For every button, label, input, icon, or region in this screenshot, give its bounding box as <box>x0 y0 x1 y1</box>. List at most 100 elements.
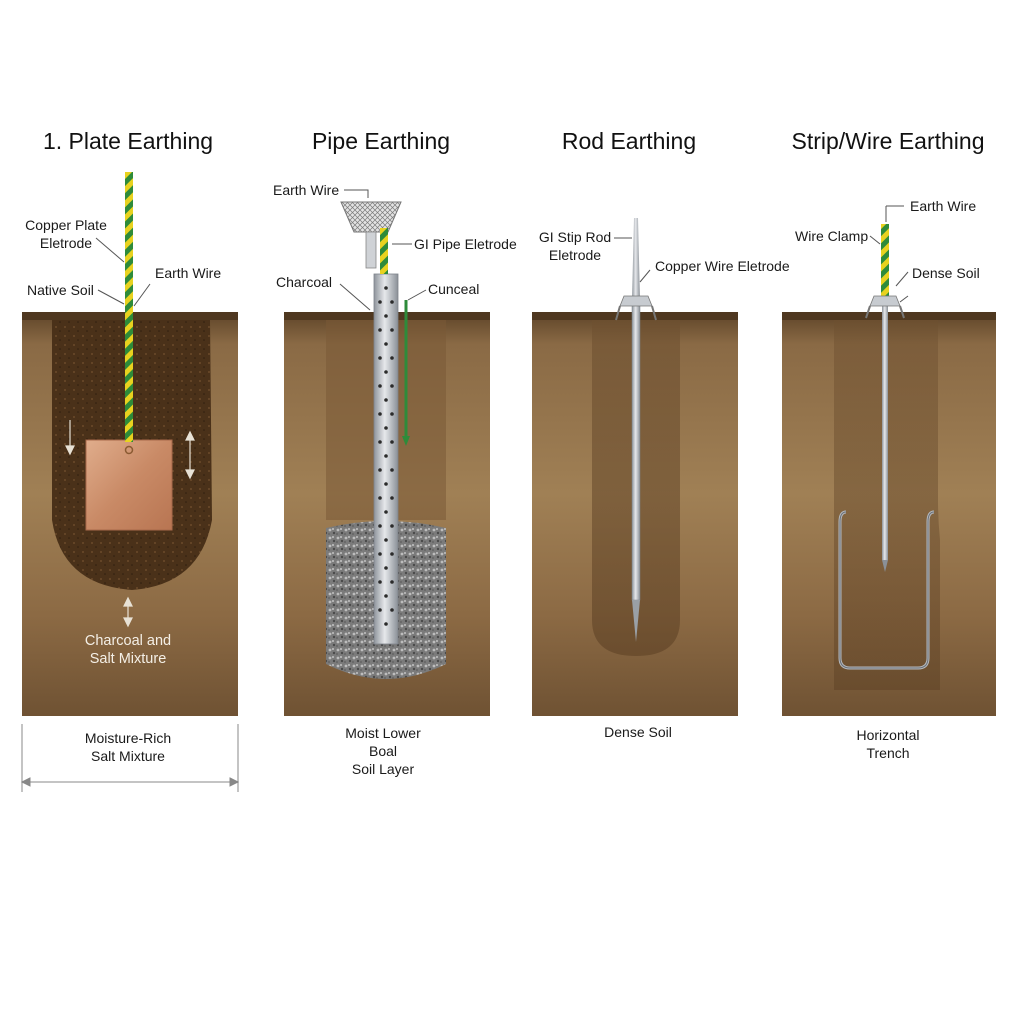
label-line: Horizontal <box>856 727 920 743</box>
pipe-hole <box>378 356 382 360</box>
pipe-hole <box>390 384 394 388</box>
pipe-hole <box>390 468 394 472</box>
pipe-hole <box>384 454 388 458</box>
leader-lines <box>339 189 427 311</box>
leader-lines <box>614 237 651 283</box>
pipe-hole <box>378 496 382 500</box>
label-copper-wire-electrode: Copper Wire Eletrode <box>655 258 790 274</box>
pipe-hole <box>378 468 382 472</box>
pipe-hole <box>384 426 388 430</box>
label-line: GI Stip Rod <box>538 229 612 245</box>
label-line: Eletrode <box>39 235 93 251</box>
pipe-hole <box>378 384 382 388</box>
pipe-hole <box>384 594 388 598</box>
electrode-rod <box>882 298 888 560</box>
pipe-hole <box>378 328 382 332</box>
label-line: Trench <box>866 745 910 761</box>
pipe-hole <box>390 524 394 528</box>
leader-lines <box>869 205 909 303</box>
pipe-hole <box>390 580 394 584</box>
label-cunceal: Cunceal <box>428 281 480 297</box>
depth-arrows <box>65 420 195 628</box>
rod-tip <box>632 218 640 300</box>
rod-point <box>882 560 888 572</box>
pipe-hole <box>384 398 388 402</box>
wire-clamp <box>869 295 901 307</box>
rod-clamp <box>619 295 653 307</box>
pipe-hole <box>390 496 394 500</box>
panel-title-pipe: Pipe Earthing <box>311 128 451 154</box>
label-line: Salt Mixture <box>91 748 165 764</box>
pipe-hole <box>378 524 382 528</box>
pipe-perforations <box>378 286 394 626</box>
label-earth-wire: Earth Wire <box>155 265 222 281</box>
label-line: Charcoal and <box>84 633 172 649</box>
label-line: Boal <box>368 743 398 759</box>
conceal-arrow <box>402 436 410 446</box>
pipe-hole <box>390 328 394 332</box>
pipe-hole <box>384 314 388 318</box>
earth-wire <box>125 172 133 442</box>
panel-strip-graphics <box>782 205 996 716</box>
label-line: Moisture-Rich <box>84 730 172 746</box>
pipe-hole <box>384 286 388 290</box>
label-dense-soil: Dense Soil <box>604 724 672 740</box>
label-line: Salt Mixture <box>89 651 167 667</box>
label-horizontal-trench: Horizontal Trench <box>828 726 948 762</box>
label-moisture-rich: Moisture-Rich Salt Mixture <box>58 729 198 765</box>
rod-point <box>632 600 640 642</box>
label-earth-wire: Earth Wire <box>910 198 977 214</box>
gi-pipe <box>373 273 399 645</box>
panel-rod-graphics <box>532 218 738 716</box>
pipe-hole <box>384 566 388 570</box>
label-earth-wire: Earth Wire <box>273 182 340 198</box>
label-line: Copper Plate <box>25 217 107 233</box>
panel-title-strip: Strip/Wire Earthing <box>791 128 985 154</box>
dimension-line <box>20 724 240 792</box>
soil-surface <box>782 312 996 320</box>
pipe-hole <box>378 608 382 612</box>
pipe-hole <box>378 412 382 416</box>
pipe-hole <box>390 440 394 444</box>
label-dense-soil: Dense Soil <box>912 265 980 281</box>
strip-outline <box>839 511 935 669</box>
panel-title-plate: 1. Plate Earthing <box>42 128 214 154</box>
pipe-hole <box>390 356 394 360</box>
plate-terminal <box>124 445 134 455</box>
pipe-hole <box>378 552 382 556</box>
pipe-hole <box>384 622 388 626</box>
pipe-hole <box>378 440 382 444</box>
gi-rod <box>631 299 641 601</box>
panel-pipe-graphics <box>284 189 490 716</box>
pipe-hole <box>378 580 382 584</box>
pipe-hole <box>390 552 394 556</box>
label-copper-plate-electrode: Copper Plate Eletrode <box>18 216 114 252</box>
pipe-hole <box>384 482 388 486</box>
pipe-hole <box>384 370 388 374</box>
label-gi-strip-rod: GI Stip Rod Eletrode <box>532 228 618 264</box>
pipe-hole <box>378 300 382 304</box>
pipe-hole <box>390 300 394 304</box>
label-moist-lower: Moist Lower Boal Soil Layer <box>322 724 444 778</box>
pipe-hole <box>390 608 394 612</box>
label-native-soil: Native Soil <box>27 282 94 298</box>
label-charcoal: Charcoal <box>276 274 333 290</box>
pipe-hole <box>384 342 388 346</box>
earth-wire <box>881 224 889 298</box>
earth-wire <box>380 228 388 274</box>
pipe-hole <box>384 510 388 514</box>
label-wire-clamp: Wire Clamp <box>795 228 869 244</box>
clamp-legs <box>615 305 657 321</box>
leader-lines <box>95 237 151 307</box>
funnel-neck <box>365 231 377 269</box>
clamp-legs <box>865 305 905 319</box>
label-line: Moist Lower <box>345 725 421 741</box>
pipe-hole <box>384 538 388 542</box>
label-line: Soil Layer <box>351 761 415 777</box>
panel-plate-graphics <box>20 172 240 792</box>
label-gi-pipe-electrode: GI Pipe Eletrode <box>414 236 517 252</box>
label-line: Eletrode <box>548 247 602 263</box>
label-charcoal-salt: Charcoal and Salt Mixture <box>68 632 188 668</box>
